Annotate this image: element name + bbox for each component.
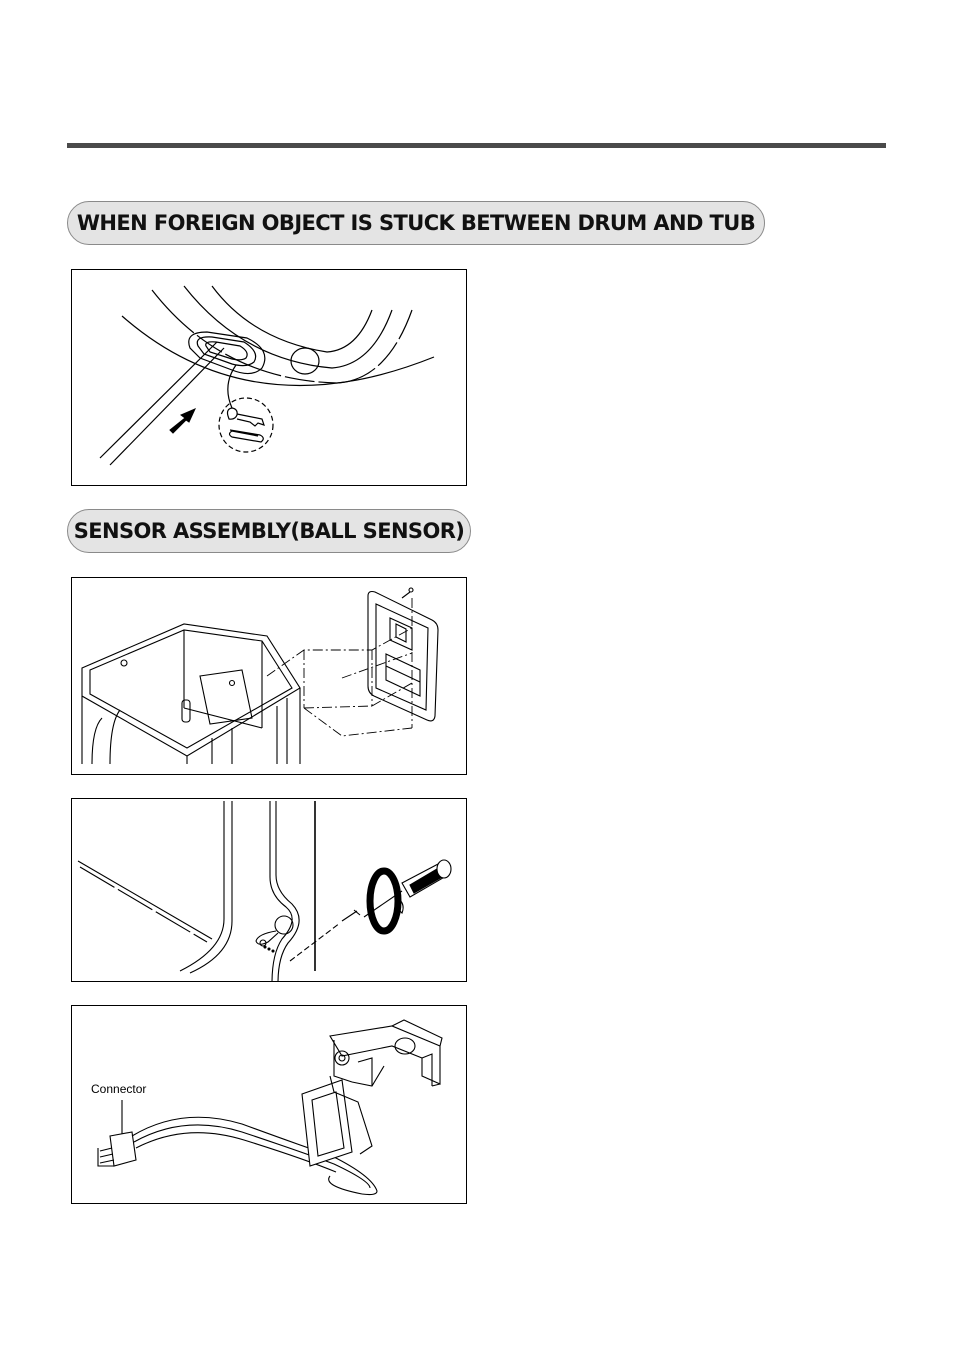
figure-drum-foreign-object bbox=[71, 269, 467, 486]
screwdriver-illustration bbox=[72, 799, 467, 982]
figure-sensor-connector: Connector bbox=[71, 1005, 467, 1204]
section-heading-sensor-assembly: SENSOR ASSEMBLY(BALL SENSOR) bbox=[67, 509, 471, 553]
cabinet-illustration bbox=[72, 578, 467, 775]
drum-illustration bbox=[72, 270, 467, 486]
figure-cabinet-cover bbox=[71, 577, 467, 775]
top-rule bbox=[67, 143, 886, 148]
section-heading-foreign-object: WHEN FOREIGN OBJECT IS STUCK BETWEEN DRU… bbox=[67, 201, 765, 245]
section-heading-sensor-assembly-text: SENSOR ASSEMBLY(BALL SENSOR) bbox=[74, 519, 465, 543]
sensor-illustration bbox=[72, 1006, 467, 1204]
section-heading-foreign-object-text: WHEN FOREIGN OBJECT IS STUCK BETWEEN DRU… bbox=[77, 211, 755, 235]
figure-screwdriver bbox=[71, 798, 467, 982]
